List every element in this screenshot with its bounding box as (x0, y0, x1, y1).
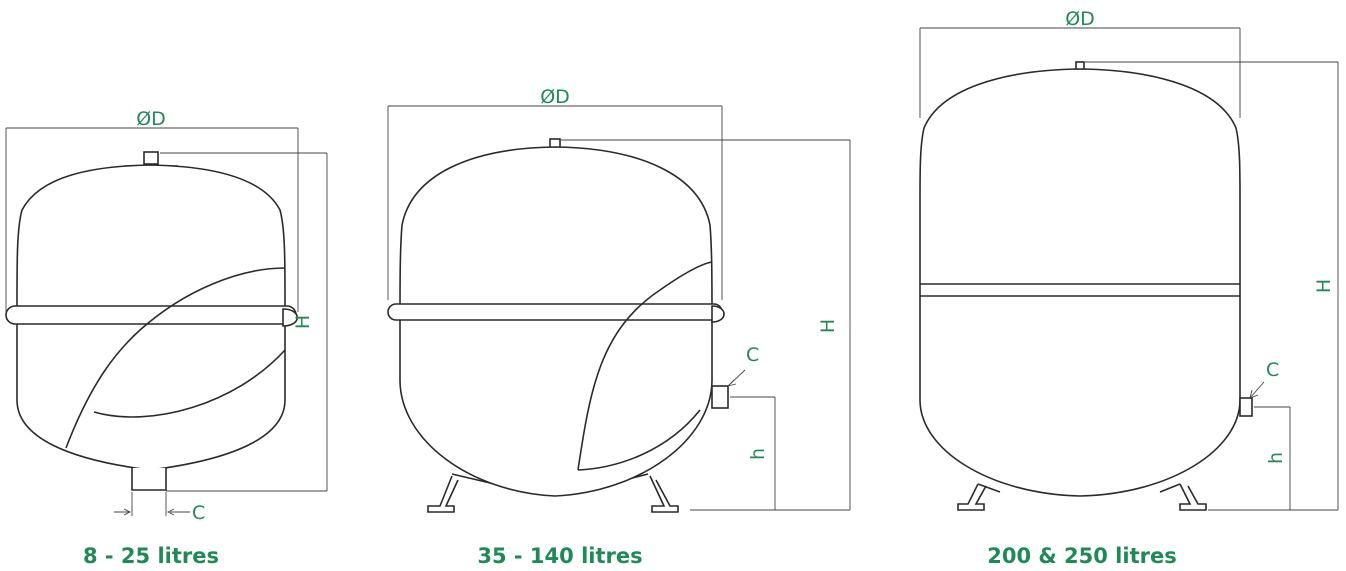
height-label: H (292, 315, 314, 329)
connection-leader (727, 369, 746, 387)
connection-label: C (746, 344, 759, 366)
swoosh-inner (93, 349, 286, 418)
vessel-band (387, 303, 723, 321)
leg-left (957, 483, 987, 511)
diameter-dimension-line (5, 127, 299, 312)
vessel-body (399, 146, 713, 497)
leg-left (427, 475, 459, 513)
vessel-200-250-litres: ØD H C h 200 & 250 litres (919, 8, 1339, 568)
vessel-caption: 8 - 25 litres (83, 544, 219, 568)
side-connection (1239, 397, 1253, 417)
swoosh-inner (577, 409, 701, 471)
connection-height-label: h (747, 448, 769, 460)
vessel-8-25-litres: ØD H C 8 - 25 litres (5, 108, 328, 568)
side-connection (711, 385, 729, 409)
height-label: H (1313, 279, 1335, 293)
connection-dimension-line (114, 492, 190, 516)
side-knob (711, 305, 725, 323)
height-label: H (817, 319, 839, 333)
diameter-dimension-line (919, 27, 1241, 118)
height-dimension-line (1084, 61, 1339, 511)
diameter-dimension-line (387, 105, 723, 300)
connection-height-dimension-line (1254, 406, 1291, 510)
diameter-label: ØD (1065, 8, 1095, 30)
diameter-label: ØD (136, 108, 166, 130)
swoosh-outer (577, 261, 713, 471)
connection-height-label: h (1265, 452, 1287, 464)
vessel-seam (920, 283, 1240, 297)
connection-label: C (192, 502, 205, 524)
vessel-caption: 200 & 250 litres (987, 544, 1176, 568)
vessel-caption: 35 - 140 litres (477, 544, 642, 568)
top-nipple (143, 151, 159, 165)
vessel-35-140-litres: ØD H C h 35 - 140 litres (387, 86, 851, 568)
leg-right (649, 475, 679, 513)
leg-bracket (977, 483, 1181, 493)
height-dimension-line (560, 139, 851, 511)
side-knob (282, 308, 299, 327)
vessel-body (919, 68, 1241, 497)
swoosh-outer (65, 267, 286, 449)
connection-height-dimension-line (730, 396, 776, 510)
height-dimension-line (160, 152, 328, 492)
connection-leader (1249, 381, 1265, 399)
leg-right (1179, 483, 1207, 511)
diameter-label: ØD (540, 86, 570, 108)
connection-label: C (1266, 359, 1279, 381)
bottom-connection (131, 468, 167, 491)
